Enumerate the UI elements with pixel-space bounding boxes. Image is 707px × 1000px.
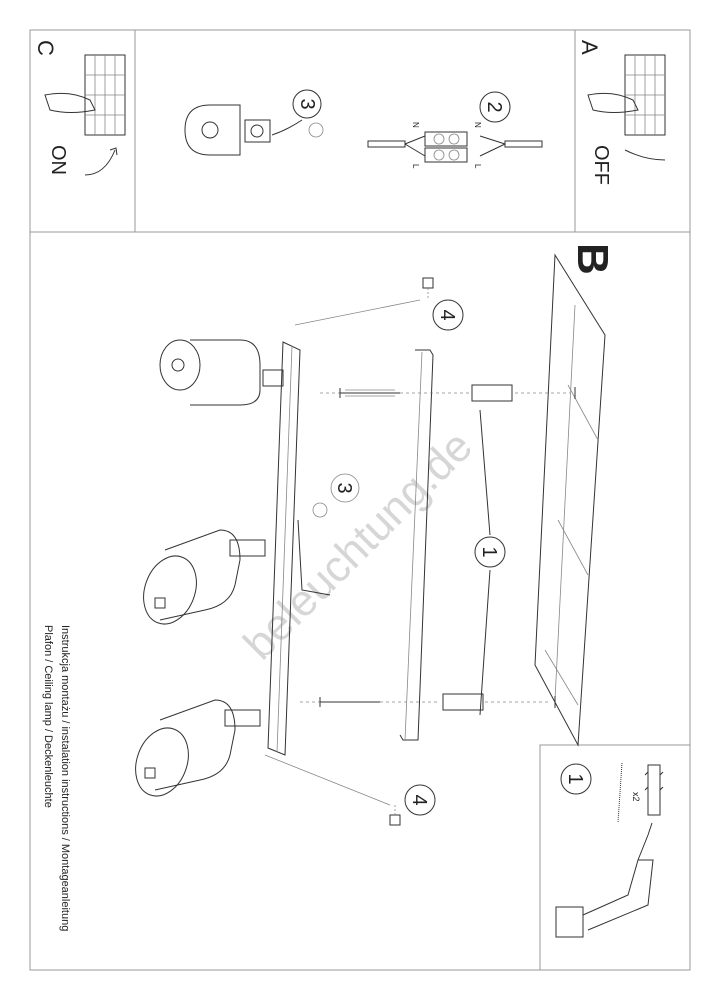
step-number-1: 1: [564, 773, 586, 784]
arrow-head-icon: [109, 147, 118, 156]
ground-terminal-icon: [184, 104, 324, 156]
step-number-1: 1: [478, 546, 500, 557]
step-number-3: 3: [296, 98, 318, 109]
panel-c-state: ON: [47, 145, 69, 175]
mounting-bracket: [399, 349, 434, 741]
rotate-arrow-icon: [624, 149, 666, 161]
quantity-label: x2: [631, 792, 641, 802]
step-number-4: 4: [436, 309, 458, 320]
step-badge-4: [404, 784, 436, 816]
rotate-arrow-icon: [84, 149, 116, 176]
spotlight-bottom: [135, 699, 261, 797]
leader-line: [479, 409, 491, 716]
step-number-3: 3: [333, 482, 355, 493]
ceiling-surface: [534, 253, 606, 747]
screw-icon: [617, 762, 623, 823]
caption-line-1: Instrukcja montażu / instalation instruc…: [59, 625, 71, 931]
step-number-4: 4: [408, 794, 430, 805]
hand-icon: [587, 92, 639, 113]
panel-c-frame: [29, 29, 136, 233]
step-badge-1: [474, 536, 506, 568]
wall-plug-icon: [644, 764, 664, 816]
screw-and-dowel-bottom: [300, 693, 556, 711]
wire-label-n: N: [473, 122, 482, 128]
hand-icon: [44, 92, 96, 113]
ground-wire: [297, 502, 331, 596]
outer-frame: [29, 29, 691, 971]
panel-a-letter: A: [577, 40, 602, 55]
fuse-box-icon: [84, 54, 126, 136]
panel-a-state: OFF: [590, 145, 612, 185]
step-badge-3: [330, 473, 360, 503]
drill-icon: [555, 822, 654, 938]
step1-tools-frame: [539, 744, 691, 971]
wire-label-n: N: [411, 122, 420, 128]
watermark: beleuchtung.de: [234, 422, 481, 669]
wire-label-l: L: [411, 164, 420, 169]
step-badge-2: [479, 91, 511, 123]
fuse-box-icon: [624, 54, 666, 136]
step-badge-3: [292, 89, 322, 119]
step-number-2: 2: [483, 101, 505, 112]
leader-line: [264, 299, 421, 806]
spotlight-top: [159, 339, 284, 406]
terminal-block-icon: [367, 131, 543, 163]
step-badge-4: [432, 299, 464, 331]
panel-b-letter: B: [568, 243, 617, 275]
lamp-base-bar: [267, 341, 301, 756]
screw-and-dowel-top: [320, 384, 576, 402]
caption-line-2: Plafon / Ceiling lamp / Deckenleuchte: [42, 625, 54, 808]
panel-a-frame: [574, 29, 691, 233]
fixing-screw-icon: [389, 277, 434, 826]
spotlight-middle: [143, 529, 266, 625]
step-badge-1: [560, 763, 592, 795]
panel-c-letter: C: [33, 40, 58, 56]
wire-label-l: L: [473, 164, 482, 169]
